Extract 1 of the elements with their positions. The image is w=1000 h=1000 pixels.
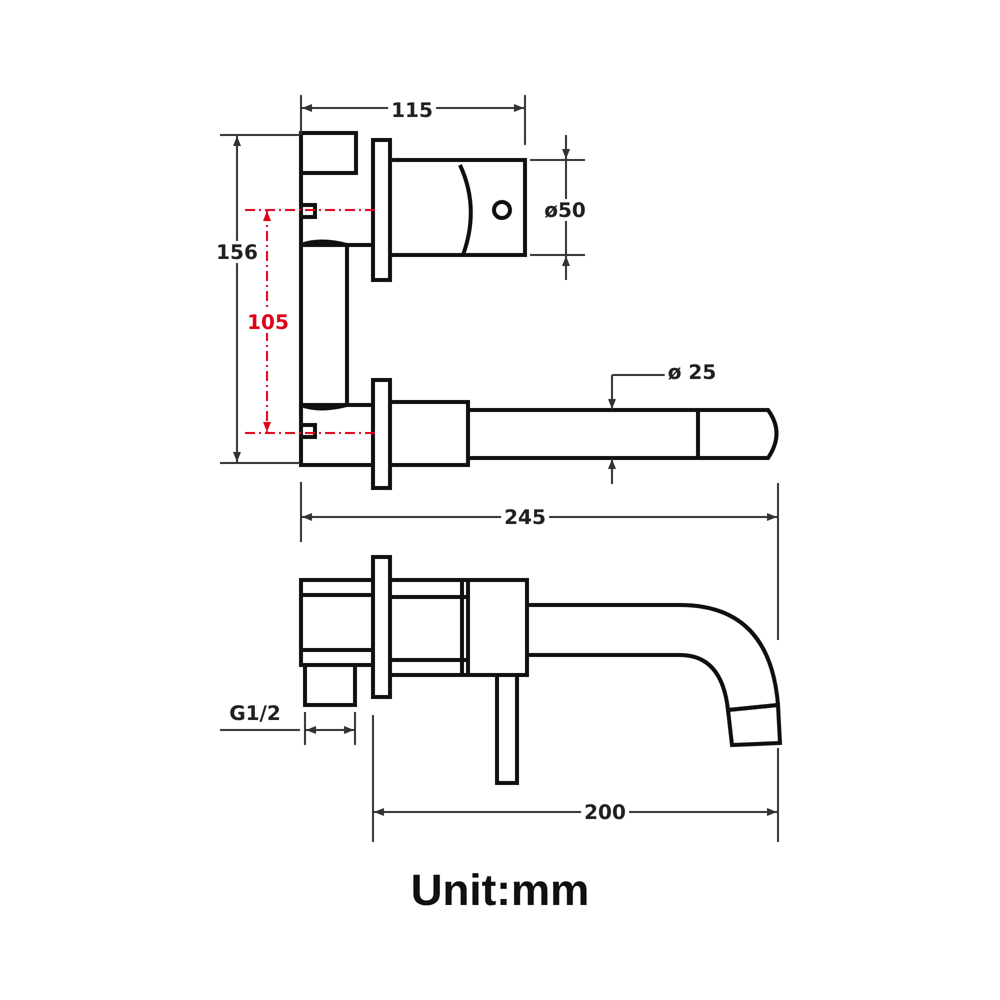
- unit-caption: Unit:mm: [410, 866, 590, 915]
